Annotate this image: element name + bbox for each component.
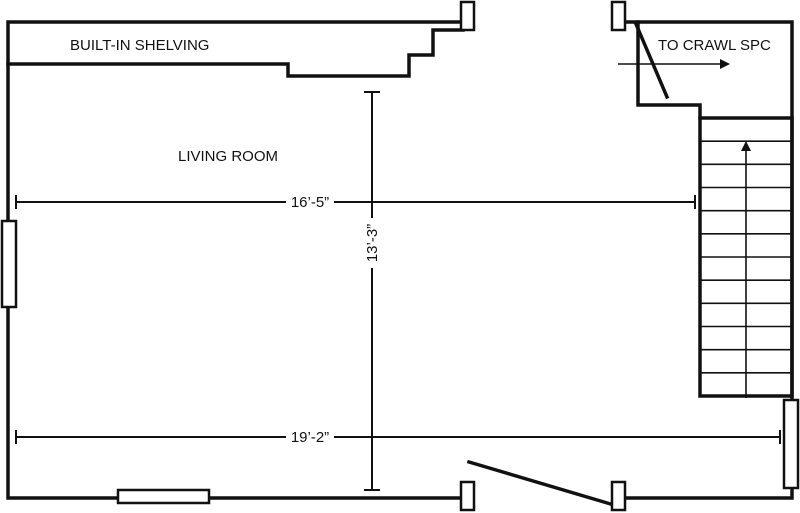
dimension-width-upper bbox=[15, 195, 696, 209]
door-jamb-top-left bbox=[459, 0, 476, 32]
crawl-space-door-swing bbox=[633, 21, 670, 100]
left-window bbox=[0, 219, 18, 309]
door-jamb-bottom-right bbox=[610, 480, 627, 512]
dimension-width-lower-label: 19’-2” bbox=[291, 429, 329, 446]
right-window bbox=[782, 398, 800, 490]
built-in-shelving-label: BUILT-IN SHELVING bbox=[70, 37, 209, 54]
living-room-label: LIVING ROOM bbox=[178, 148, 278, 165]
door-jamb-top-right bbox=[610, 0, 627, 32]
exterior-walls bbox=[6, 20, 794, 500]
dimension-width-lower bbox=[15, 430, 781, 444]
stairway bbox=[698, 116, 794, 398]
entry-door-swing bbox=[466, 459, 617, 508]
dimension-depth-label: 13’-3” bbox=[364, 224, 381, 262]
bottom-window bbox=[116, 488, 211, 505]
door-jamb-bottom-left bbox=[459, 480, 476, 512]
built-in-shelving-outline bbox=[6, 20, 465, 78]
dimension-width-upper-label: 16’-5” bbox=[291, 194, 329, 211]
dimension-depth bbox=[364, 91, 380, 491]
crawl-space-label: TO CRAWL SPC bbox=[658, 37, 771, 54]
